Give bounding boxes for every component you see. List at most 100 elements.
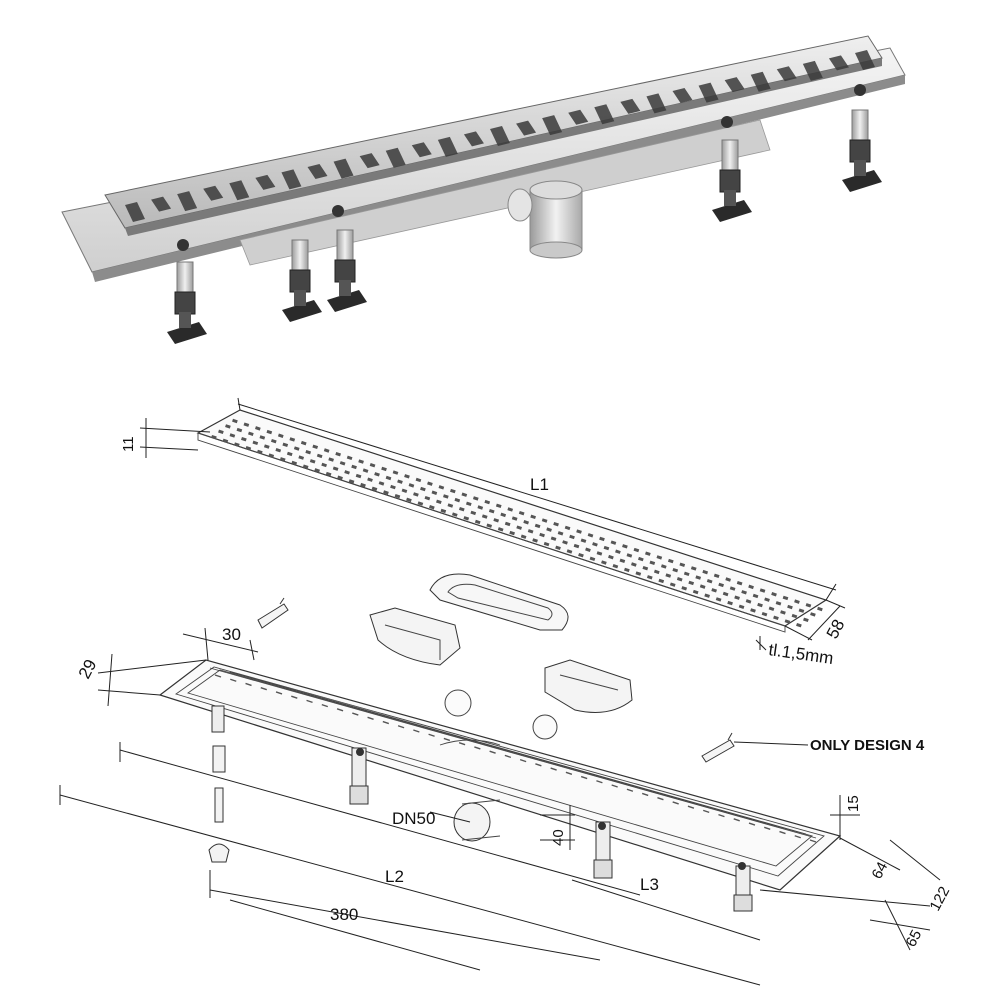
grate-hole	[325, 471, 332, 477]
grate-hole	[321, 462, 327, 468]
grate-slot	[463, 131, 484, 147]
grate-hole	[642, 565, 649, 571]
grate-hole	[270, 438, 277, 444]
grate-hole	[447, 503, 454, 508]
grate-hole	[413, 492, 419, 497]
grate-slot	[620, 98, 641, 114]
grate-hole	[532, 538, 538, 543]
grate-hole	[481, 514, 488, 519]
rim-mark	[611, 784, 618, 788]
grate-hole	[695, 575, 702, 580]
grate-hole	[369, 463, 376, 468]
grate-hole	[624, 567, 630, 573]
bolt-set	[208, 745, 230, 863]
grate-hole	[699, 584, 706, 589]
grate-hole	[451, 512, 458, 517]
rim-mark	[489, 750, 496, 754]
grate-hole	[775, 601, 782, 606]
grate-hole	[291, 460, 298, 466]
grate-hole	[232, 418, 238, 424]
rim-mark	[626, 788, 634, 792]
grate-hole	[608, 554, 614, 560]
label-leg-spacing: L3	[640, 875, 659, 894]
label-only-design: ONLY DESIGN 4	[810, 737, 925, 754]
grate-hole	[300, 440, 307, 446]
channel-leg	[349, 747, 369, 805]
rim-mark	[291, 695, 298, 699]
channel-body	[239, 119, 771, 266]
grate-hole	[211, 434, 217, 440]
grate-slot	[307, 164, 328, 179]
grate-hole	[302, 464, 309, 469]
grate-hole	[576, 529, 582, 534]
dimension-lines	[59, 397, 941, 986]
trap-part-right	[544, 659, 633, 713]
grate-hole	[610, 540, 617, 545]
rim-mark	[458, 742, 466, 746]
rim-mark	[397, 725, 405, 729]
grate-hole	[745, 599, 752, 604]
grate-hole	[314, 468, 320, 473]
grate-hole	[465, 501, 472, 507]
grate-hole	[427, 481, 433, 486]
grate-hole	[229, 433, 236, 438]
grate-hole	[555, 545, 561, 550]
grate-hole	[768, 606, 775, 611]
grate-hole	[234, 442, 240, 447]
grate-slot	[542, 115, 563, 136]
grate-hole	[672, 567, 679, 573]
grate-hole	[335, 451, 341, 457]
leg	[282, 239, 322, 322]
grate-hole	[486, 523, 493, 528]
grate-hole	[771, 592, 777, 597]
grate-hole	[706, 579, 713, 584]
grate-hole	[622, 544, 628, 549]
outlet-pipe	[507, 180, 583, 259]
label-body-length: L2	[385, 867, 404, 886]
grate-hole	[472, 496, 479, 501]
grate-slot	[568, 109, 589, 125]
grate-hole	[619, 558, 626, 564]
grate-hole	[415, 477, 422, 483]
grate-hole	[362, 468, 369, 473]
grate-hole	[676, 577, 683, 582]
grate-hole	[309, 459, 316, 464]
rim-mark	[687, 805, 695, 809]
grate-hole	[282, 442, 289, 448]
grate-hole	[436, 499, 442, 505]
label-outer-width: 122	[927, 884, 954, 914]
grate-hole	[738, 604, 745, 609]
label-grate-thickness: tl.1,5mm	[767, 640, 834, 668]
grate-hole	[394, 493, 401, 499]
grate-hole	[566, 549, 573, 554]
grate-hole	[397, 479, 403, 484]
grate-hole	[667, 558, 674, 564]
grate-slot	[750, 71, 771, 92]
rim-mark	[748, 822, 756, 826]
rim-mark	[321, 703, 329, 708]
grate-hole	[500, 512, 507, 518]
grate-hole	[635, 571, 642, 576]
rim-mark	[596, 780, 603, 784]
grate-hole	[527, 529, 534, 534]
channel-leg	[593, 821, 613, 879]
rim-mark	[474, 746, 481, 750]
label-inner-width: 64	[869, 859, 892, 882]
grate-hole	[497, 527, 504, 532]
grate-slot	[359, 153, 380, 169]
rim-mark	[733, 818, 740, 822]
grate-slot	[411, 142, 432, 158]
grate-hole	[653, 569, 660, 575]
grate-hole	[346, 455, 353, 461]
grate-hole	[557, 531, 564, 536]
grate-hole	[470, 510, 477, 516]
rim-mark	[336, 708, 344, 712]
grate-hole	[734, 595, 740, 600]
channel-drawing	[158, 659, 842, 912]
label-flange-30: 30	[222, 625, 241, 644]
rim-mark	[641, 792, 649, 797]
grate-hole	[817, 606, 823, 612]
grate-slot	[802, 60, 823, 81]
label-outlet-height: 40	[550, 829, 567, 846]
grate-hole	[764, 597, 770, 602]
